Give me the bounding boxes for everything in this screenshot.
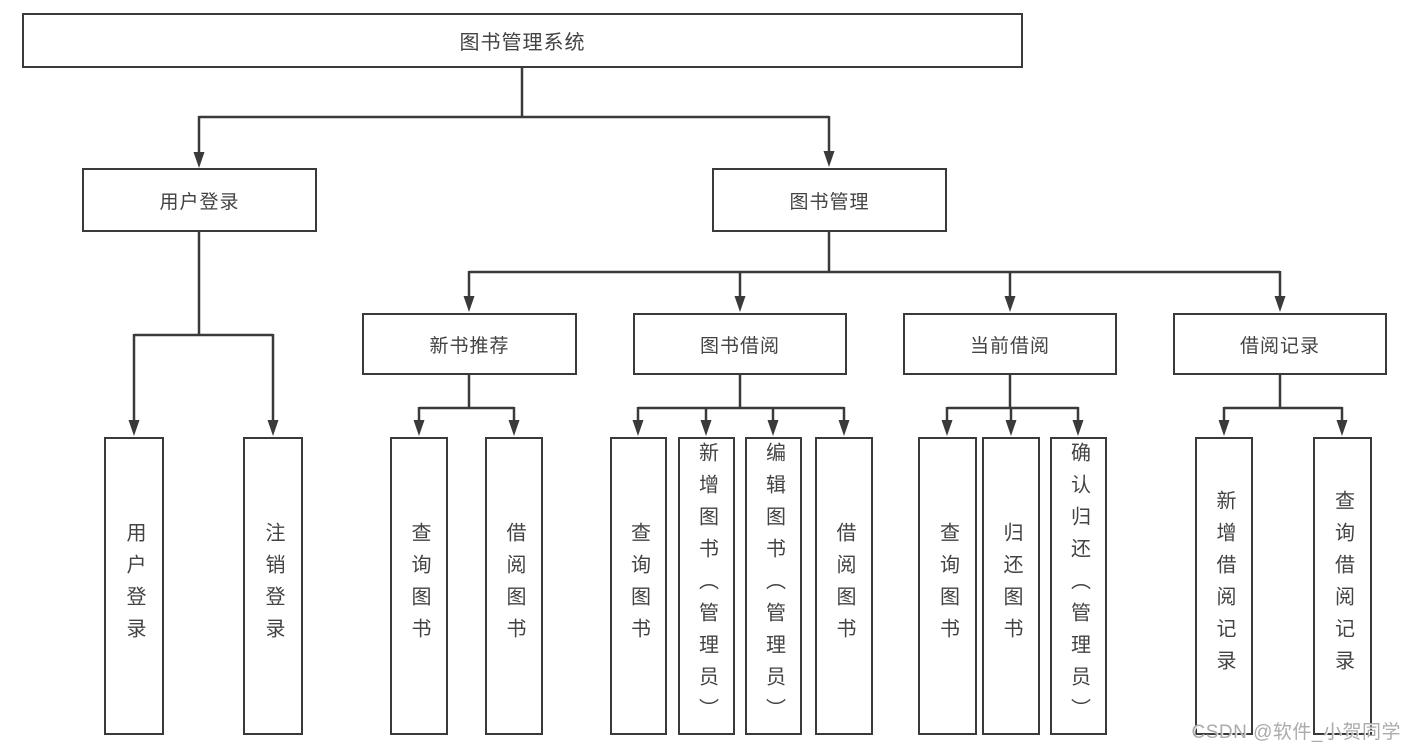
node-book-management: 图书管理 (712, 168, 947, 232)
leaf-label: 新增借阅记录 (1213, 490, 1235, 682)
arrow-icon (838, 420, 850, 436)
connector-bookmgmt-to-level3 (467, 232, 1282, 300)
arrow-icon (823, 151, 835, 167)
leaf-add-borrow-record: 新增借阅记录 (1195, 437, 1253, 735)
node-new-book-recommend: 新书推荐 (362, 313, 577, 375)
leaf-label: 注销登录 (262, 522, 284, 650)
leaf-borrow-book-under-newbook: 借阅图书 (485, 437, 543, 735)
leaf-query-book-under-newbook: 查询图书 (390, 437, 448, 735)
leaf-label: 归还图书 (1000, 522, 1022, 650)
arrow-icon (632, 420, 644, 436)
arrow-icon (508, 420, 520, 436)
arrow-icon (941, 420, 953, 436)
leaf-label: 查询图书 (627, 522, 650, 650)
arrow-icon (700, 420, 712, 436)
arrow-icon (1336, 420, 1348, 436)
arrow-icon (767, 420, 779, 436)
leaf-query-book-under-current: 查询图书 (918, 437, 977, 735)
leaf-query-book-under-borrowing: 查询图书 (610, 437, 667, 735)
arrow-icon (193, 152, 205, 168)
node-user-login: 用户登录 (82, 168, 317, 232)
leaf-label: 新增图书（管理员） (695, 442, 718, 730)
arrow-icon (267, 420, 279, 436)
node-book-borrowing: 图书借阅 (633, 313, 847, 375)
node-library-system: 图书管理系统 (22, 13, 1023, 68)
leaf-query-borrow-record: 查询借阅记录 (1313, 437, 1372, 735)
node-current-borrowing: 当前借阅 (903, 313, 1117, 375)
connector-bookborrow-to-leaves (636, 375, 846, 424)
arrowheads (128, 151, 1348, 436)
leaf-label: 用户登录 (123, 522, 145, 650)
connector-root-to-level2 (197, 68, 831, 156)
leaf-user-login: 用户登录 (104, 437, 164, 735)
leaf-borrow-book-under-borrowing: 借阅图书 (815, 437, 873, 735)
leaf-label: 查询借阅记录 (1331, 490, 1354, 682)
leaf-label: 借阅图书 (503, 522, 525, 650)
leaf-logout: 注销登录 (243, 437, 303, 735)
arrow-icon (1218, 420, 1230, 436)
arrow-icon (1072, 420, 1084, 436)
leaf-label: 编辑图书（管理员） (762, 442, 785, 730)
arrow-icon (128, 420, 140, 436)
leaf-confirm-return-admin: 确认归还（管理员） (1050, 437, 1107, 735)
connector-borrowrecord-to-leaves (1222, 375, 1344, 424)
leaf-label: 查询图书 (408, 522, 430, 650)
arrow-icon (734, 296, 746, 312)
leaf-label: 查询图书 (936, 522, 959, 650)
leaf-return-book: 归还图书 (982, 437, 1040, 735)
arrow-icon (463, 296, 475, 312)
node-borrow-records: 借阅记录 (1173, 313, 1387, 375)
leaf-edit-book-admin: 编辑图书（管理员） (745, 437, 802, 735)
leaf-label: 借阅图书 (833, 522, 855, 650)
leaf-add-book-admin: 新增图书（管理员） (678, 437, 735, 735)
arrow-icon (1004, 296, 1016, 312)
arrow-icon (1274, 296, 1286, 312)
leaf-label: 确认归还（管理员） (1067, 442, 1090, 730)
csdn-watermark: CSDN @软件_小贺同学 (1191, 722, 1401, 743)
connector-newbook-to-leaves (417, 375, 516, 424)
connector-currentborrow-to-leaves (945, 375, 1080, 424)
connector-userlogin-to-leaves (132, 231, 275, 424)
arrow-icon (1005, 420, 1017, 436)
arrow-icon (413, 420, 425, 436)
